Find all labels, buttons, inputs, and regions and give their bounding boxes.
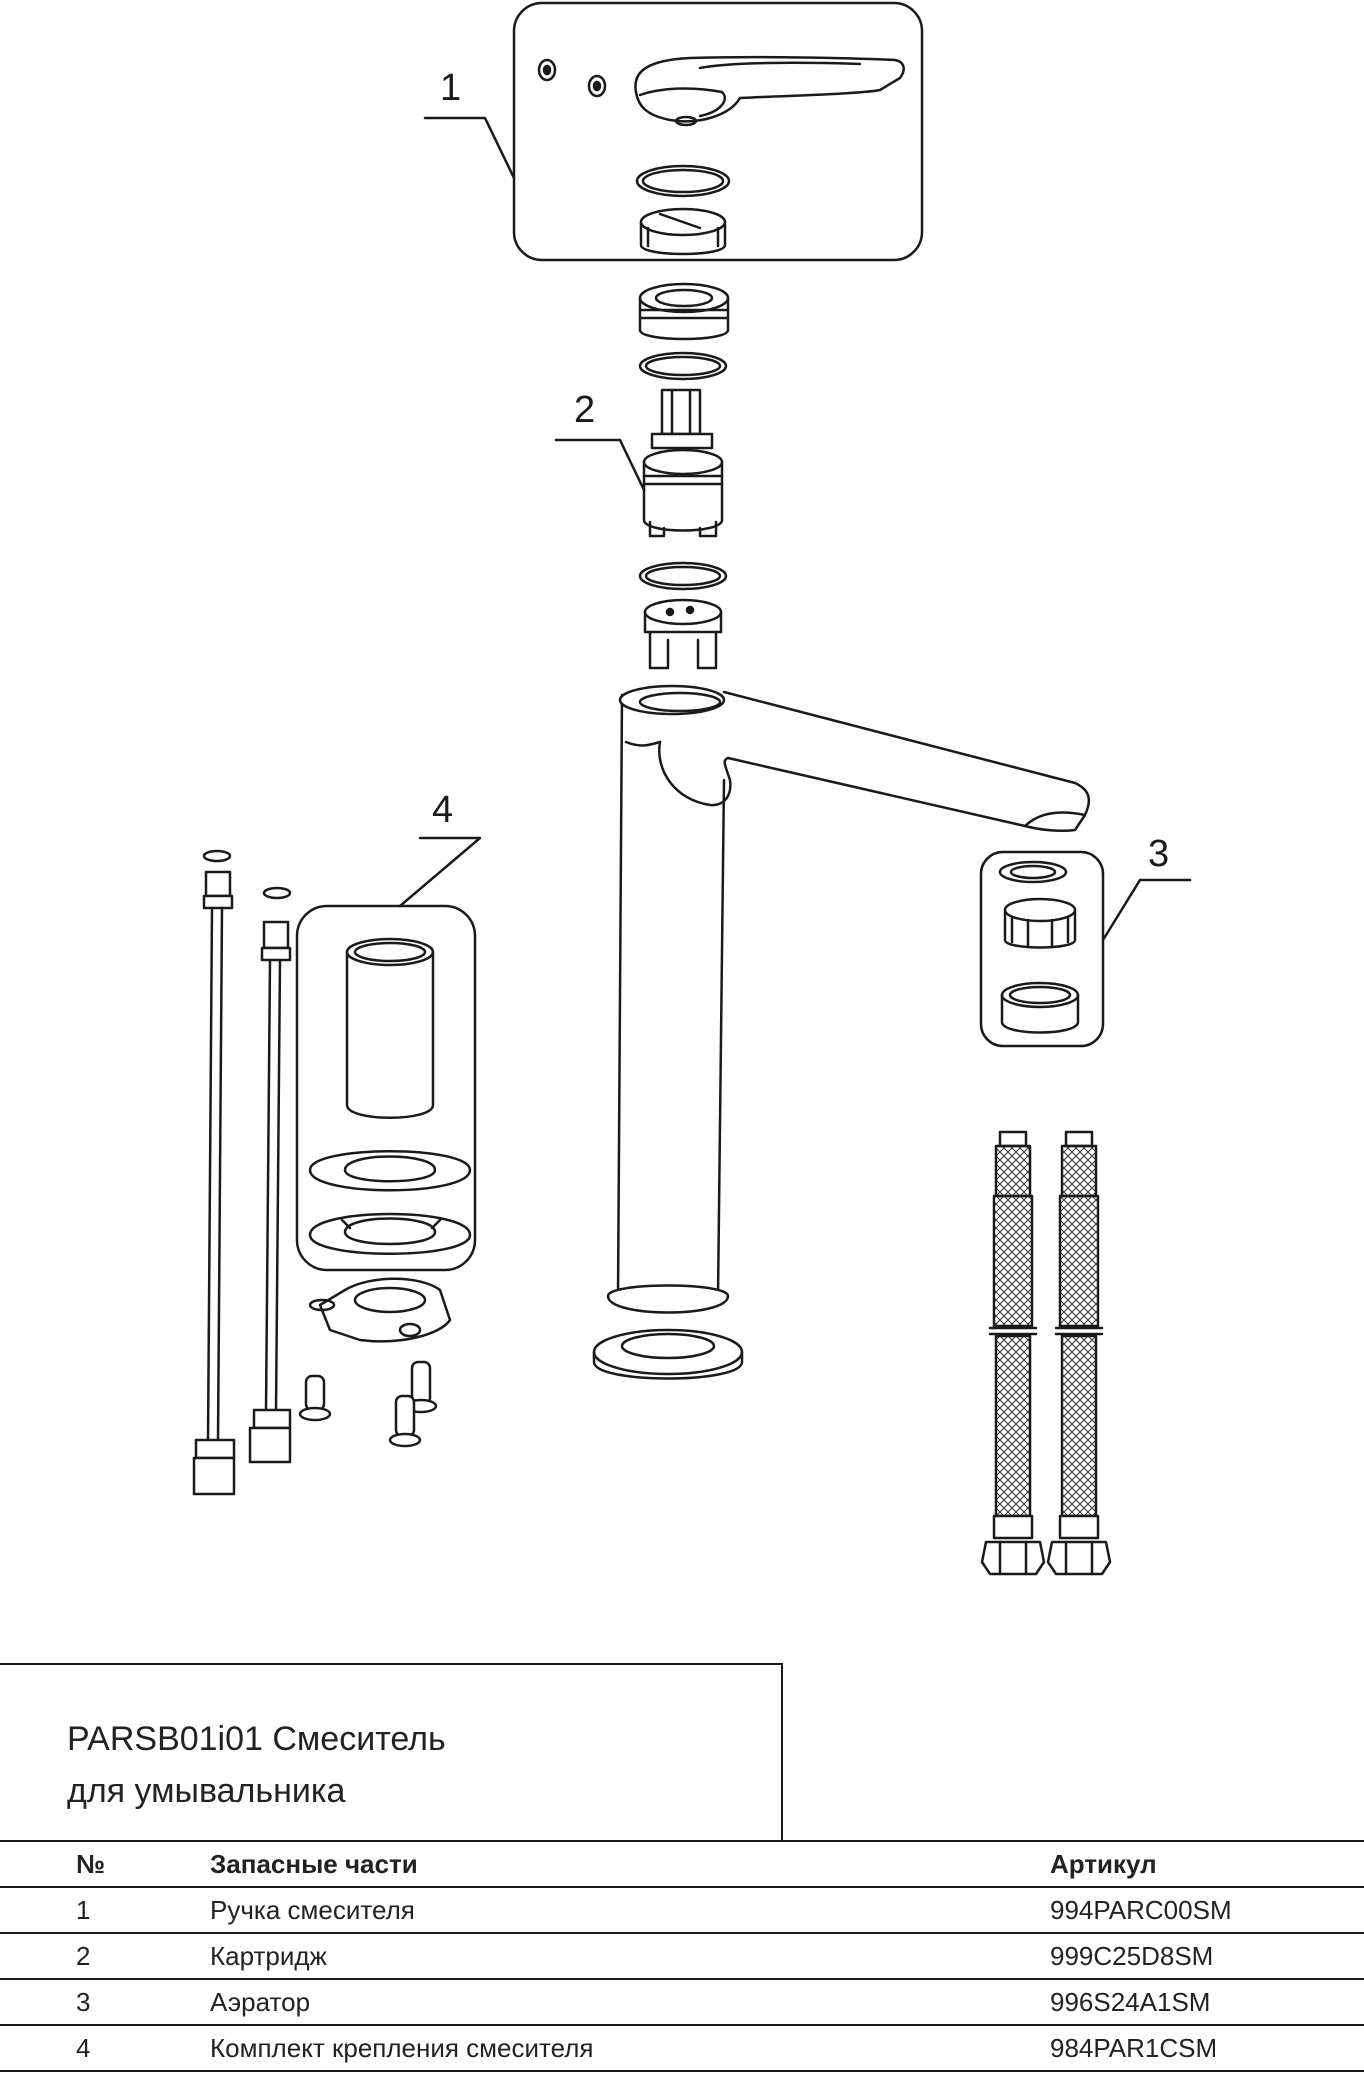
callout-1: 1 (440, 67, 461, 109)
row-article: 999C25D8SM (1050, 1933, 1364, 1980)
aerator-housing (1000, 981, 1080, 1034)
cartridge-nut (638, 282, 730, 341)
base-washer (592, 1328, 744, 1380)
aerator-gasket (998, 860, 1068, 884)
row-article: 994PARC00SM (1050, 1887, 1364, 1934)
row-part-name: Картридж (210, 1933, 1050, 1980)
product-title-line-1: PARSB01i01 Смеситель (67, 1720, 446, 1758)
table-row: 2 Картридж 999C25D8SM (0, 1933, 1364, 1980)
callout-4: 4 (432, 789, 453, 831)
product-title-line-2: для умывальника (67, 1772, 346, 1810)
cartridge-lower-o-ring (638, 561, 728, 591)
header-article: Артикул (1050, 1840, 1364, 1888)
group-4-frame (295, 904, 477, 1272)
flex-hose-left (980, 1130, 1046, 1576)
mounting-bracket (308, 1277, 452, 1343)
group-1-frame (512, 1, 924, 262)
leader-line-2 (554, 438, 646, 492)
faucet-body (606, 684, 1091, 1314)
handle-o-ring (635, 164, 731, 198)
row-number: 3 (0, 1979, 210, 2026)
leader-line-4 (398, 836, 482, 908)
title-block: PARSB01i01 Смеситель для умывальника (0, 1663, 783, 1840)
row-part-name: Ручка смесителя (210, 1887, 1050, 1934)
mounting-stud-2 (404, 1360, 438, 1414)
product-title: PARSB01i01 Смеситель для умывальника (67, 1713, 446, 1817)
handle-adapter (639, 207, 727, 256)
row-number: 2 (0, 1933, 210, 1980)
row-article: 984PAR1CSM (1050, 2025, 1364, 2072)
table-row: 1 Ручка смесителя 994PARC00SM (0, 1887, 1364, 1934)
handle-set-screw-2 (587, 74, 607, 98)
leader-line-3 (1101, 878, 1192, 942)
threaded-rod-left (192, 849, 236, 1496)
cartridge-o-ring (638, 351, 728, 381)
aerator-insert (1003, 897, 1077, 949)
table-header-row: № Запасные части Артикул (0, 1840, 1364, 1888)
handle-set-screw-1 (537, 58, 557, 82)
exploded-parts-diagram: 1 2 3 4 (192, 1, 1192, 1576)
mixer-handle (634, 55, 905, 127)
cartridge-base (643, 598, 723, 670)
callout-2: 2 (574, 389, 595, 431)
table-row: 3 Аэратор 996S24A1SM (0, 1979, 1364, 2026)
table-row: 4 Комплект крепления смесителя 984PAR1CS… (0, 2025, 1364, 2072)
row-number: 4 (0, 2025, 210, 2072)
mounting-stud-3 (388, 1394, 422, 1448)
callout-3: 3 (1148, 833, 1169, 875)
mounting-stud-1 (298, 1374, 332, 1422)
mounting-washer-1 (308, 1150, 472, 1192)
row-part-name: Комплект крепления смесителя (210, 2025, 1050, 2072)
mounting-washer-2 (308, 1212, 472, 1255)
spare-parts-table: № Запасные части Артикул 1 Ручка смесите… (0, 1840, 1364, 2072)
header-number: № (0, 1840, 210, 1888)
cartridge (642, 388, 724, 538)
threaded-rod-right (248, 886, 292, 1464)
row-number: 1 (0, 1887, 210, 1934)
mounting-sleeve (345, 937, 435, 1119)
group-3-frame (979, 850, 1105, 1048)
flex-hose-right (1046, 1130, 1112, 1576)
leader-line-1 (423, 116, 516, 180)
row-article: 996S24A1SM (1050, 1979, 1364, 2026)
row-part-name: Аэратор (210, 1979, 1050, 2026)
header-spare-parts: Запасные части (210, 1840, 1050, 1888)
